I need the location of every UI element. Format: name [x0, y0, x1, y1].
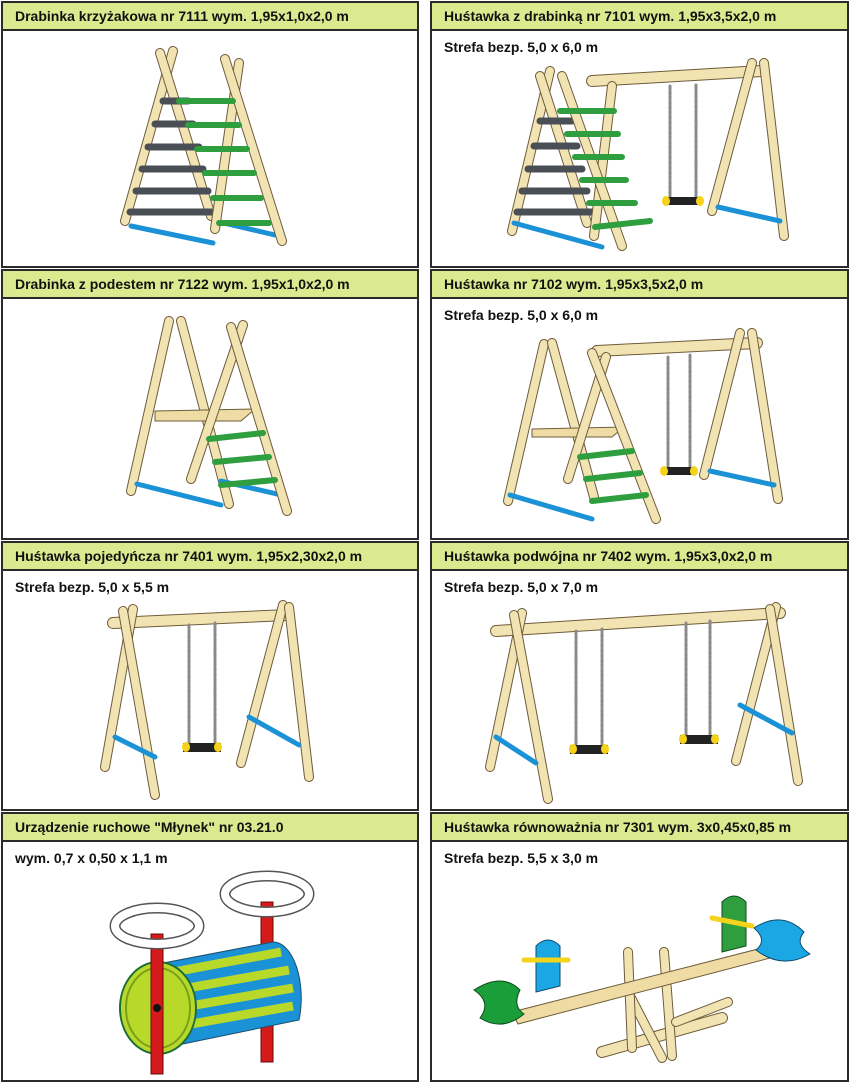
swing-with-ladder-illustration — [507, 58, 789, 251]
panel-seesaw: Huśtawka równoważnia nr 7301 wym. 3x0,45… — [430, 812, 849, 1082]
panel-title: Drabinka z podestem nr 7122 wym. 1,95x1,… — [3, 271, 417, 299]
panel-cross-ladder: Drabinka krzyżakowa nr 7111 wym. 1,95x1,… — [1, 1, 419, 268]
panel-title: Urządzenie ruchowe "Młynek" nr 03.21.0 — [3, 814, 417, 842]
seesaw-illustration — [473, 895, 811, 1063]
panel-title: Huśtawka pojedyńcza nr 7401 wym. 1,95x2,… — [3, 543, 417, 571]
panel-single-swing: Huśtawka pojedyńcza nr 7401 wym. 1,95x2,… — [1, 541, 419, 811]
panel-title: Huśtawka podwójna nr 7402 wym. 1,95x3,0x… — [432, 543, 847, 571]
panel-title: Huśtawka nr 7102 wym. 1,95x3,5x2,0 m — [432, 271, 847, 299]
panel-ladder-with-platform: Drabinka z podestem nr 7122 wym. 1,95x1,… — [1, 269, 419, 540]
safety-zone-text: Strefa bezp. 5,0 x 7,0 m — [444, 579, 599, 595]
mill-roller-illustration — [109, 870, 315, 1075]
safety-zone-text: Strefa bezp. 5,0 x 6,0 m — [444, 39, 599, 55]
panel-swing-with-ladder: Huśtawka z drabinką nr 7101 wym. 1,95x3,… — [430, 1, 849, 268]
panel-title: Huśtawka równoważnia nr 7301 wym. 3x0,45… — [432, 814, 847, 842]
swing-with-platform-ladder-illustration — [503, 328, 783, 524]
dimensions-text: wym. 0,7 x 0,50 x 1,1 m — [15, 850, 168, 866]
panel-swing-with-platform-ladder: Huśtawka nr 7102 wym. 1,95x3,5x2,0 m Str… — [430, 269, 849, 540]
ladder-with-platform-illustration — [126, 316, 292, 516]
double-swing-illustration — [485, 602, 803, 804]
panel-title: Huśtawka z drabinką nr 7101 wym. 1,95x3,… — [432, 3, 847, 31]
safety-zone-text: Strefa bezp. 5,0 x 5,5 m — [15, 579, 170, 595]
panel-title: Drabinka krzyżakowa nr 7111 wym. 1,95x1,… — [3, 3, 417, 31]
safety-zone-text: Strefa bezp. 5,0 x 6,0 m — [444, 307, 599, 323]
panel-double-swing: Huśtawka podwójna nr 7402 wym. 1,95x3,0x… — [430, 541, 849, 811]
cross-ladder-illustration — [120, 46, 287, 246]
panel-mill-roller: Urządzenie ruchowe "Młynek" nr 03.21.0 w… — [1, 812, 419, 1082]
single-swing-illustration — [100, 600, 314, 800]
safety-zone-text: Strefa bezp. 5,5 x 3,0 m — [444, 850, 599, 866]
